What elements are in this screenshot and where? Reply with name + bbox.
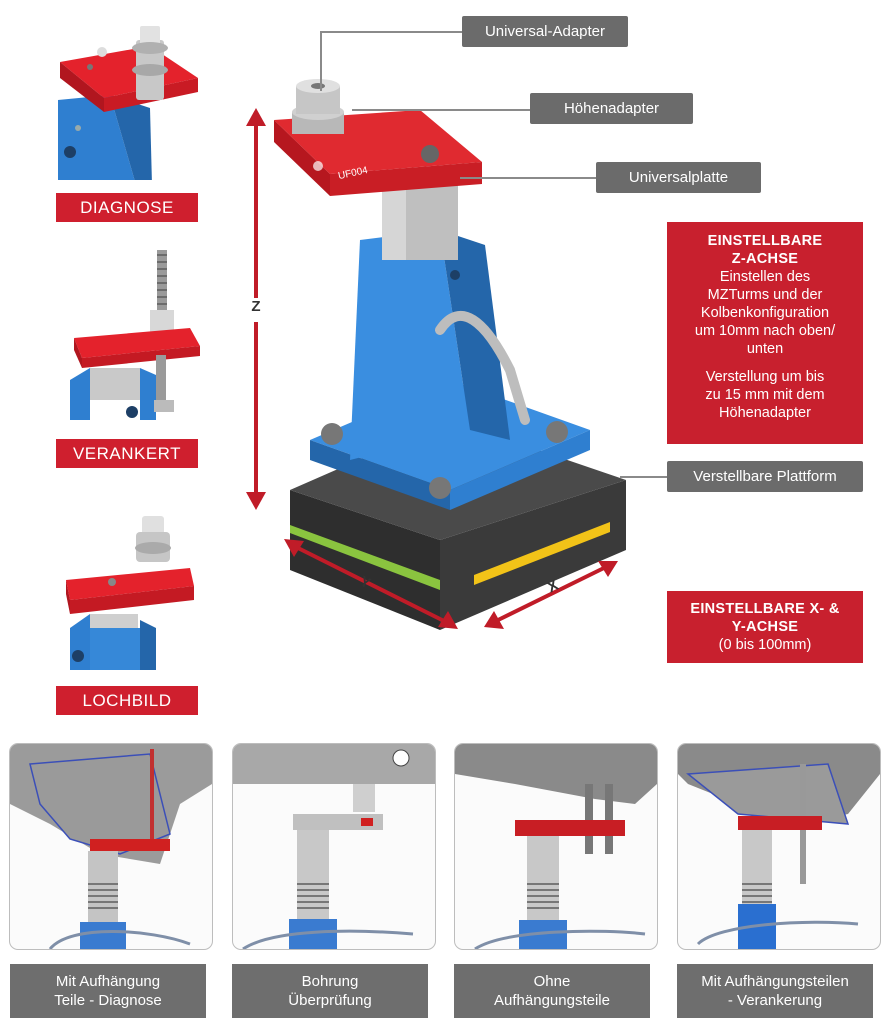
panel-verankerung	[677, 743, 881, 950]
thumbnail-label-lochbild: LOCHBILD	[56, 686, 198, 715]
thumbnail-label-verankert: VERANKERT	[56, 439, 198, 468]
product-illustration	[274, 79, 626, 630]
caption-verankerung: Mit Aufhängungsteilen - Verankerung	[677, 964, 873, 1018]
z-axis-label: Z	[251, 298, 261, 315]
z-axis-body-6: Verstellung um bis	[705, 369, 825, 385]
caption-diagnose-line1: Mit Aufhängung	[55, 973, 161, 990]
caption-verankerung-line2: - Verankerung	[727, 992, 823, 1009]
caption-verankerung-line1: Mit Aufhängungsteilen	[701, 973, 849, 990]
verankert-thumbnail	[70, 250, 200, 420]
xy-axis-title-2: Y-ACHSE	[731, 619, 799, 635]
xy-axis-info-box: EINSTELLBARE X- & Y-ACHSE (0 bis 100mm)	[667, 591, 863, 663]
lochbild-thumbnail	[66, 516, 194, 670]
caption-bohrung-line2: Überprüfung	[288, 992, 372, 1009]
xy-axis-title-1: EINSTELLBARE X- &	[690, 601, 840, 617]
z-axis-body-8: Höhenadapter	[719, 405, 811, 421]
z-axis-body-5: unten	[746, 341, 784, 357]
z-axis-info-box: EINSTELLBARE Z-ACHSE Einstellen des MZTu…	[667, 222, 863, 444]
callout-platform: Verstellbare Plattform	[667, 461, 863, 492]
z-axis-title-2: Z-ACHSE	[731, 251, 799, 267]
diagnose-thumbnail	[58, 26, 198, 180]
z-axis-body-7: zu 15 mm mit dem	[705, 387, 825, 403]
caption-ohne-line1: Ohne	[533, 973, 571, 990]
panel-bohrung	[232, 743, 436, 950]
leader-platform	[620, 476, 667, 478]
leader-universal-adapter	[320, 31, 462, 33]
leader-height-adapter	[352, 109, 530, 111]
xy-axis-body: (0 bis 100mm)	[718, 637, 812, 653]
z-axis-arrow	[246, 108, 266, 510]
z-axis-body-3: Kolbenkonfiguration	[700, 305, 830, 321]
z-axis-body-1: Einstellen des	[719, 269, 811, 285]
caption-ohne-line2: Aufhängungsteile	[494, 992, 610, 1009]
caption-diagnose-line2: Teile - Diagnose	[54, 992, 162, 1009]
z-axis-body-4: um 10mm nach oben/	[694, 323, 836, 339]
panel-ohne	[454, 743, 658, 950]
leader-universal-adapter-drop	[320, 31, 322, 91]
z-axis-body-2: MZTurms und der	[707, 287, 823, 303]
callout-height-adapter: Höhenadapter	[530, 93, 693, 124]
callout-universal-plate: Universalplatte	[596, 162, 761, 193]
panel-diagnose	[9, 743, 213, 950]
callout-universal-adapter: Universal-Adapter	[462, 16, 628, 47]
caption-bohrung-line1: Bohrung	[301, 973, 359, 990]
thumbnail-label-diagnose: DIAGNOSE	[56, 193, 198, 222]
xy-axis-arrows	[284, 539, 618, 629]
z-axis-title-1: EINSTELLBARE	[707, 233, 823, 249]
leader-universal-plate	[460, 177, 596, 179]
